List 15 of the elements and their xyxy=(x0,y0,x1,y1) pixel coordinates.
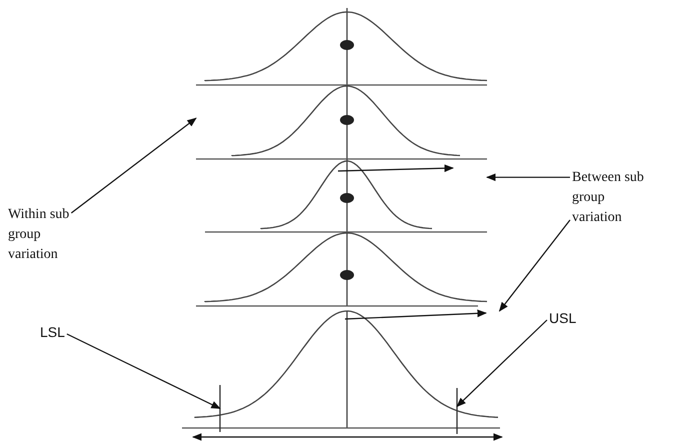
process-distribution-curve xyxy=(182,310,500,429)
leader-line xyxy=(66,333,221,410)
subgroup-distribution-curve xyxy=(205,159,487,233)
leader-line xyxy=(70,118,197,214)
limit-label: LSL xyxy=(40,322,80,342)
limit-line xyxy=(456,388,458,434)
subgroup-distribution-curve xyxy=(196,85,487,160)
leader-line xyxy=(486,173,570,182)
subgroup-distribution-curve xyxy=(196,8,488,86)
leader-line xyxy=(456,320,548,408)
annotation-text: Between sub group variation xyxy=(572,168,654,228)
leader-line xyxy=(498,220,570,312)
annotation-text: Within sub group variation xyxy=(8,205,90,265)
subgroup-distribution-curve xyxy=(196,232,488,307)
limit-label: USL xyxy=(549,308,589,328)
